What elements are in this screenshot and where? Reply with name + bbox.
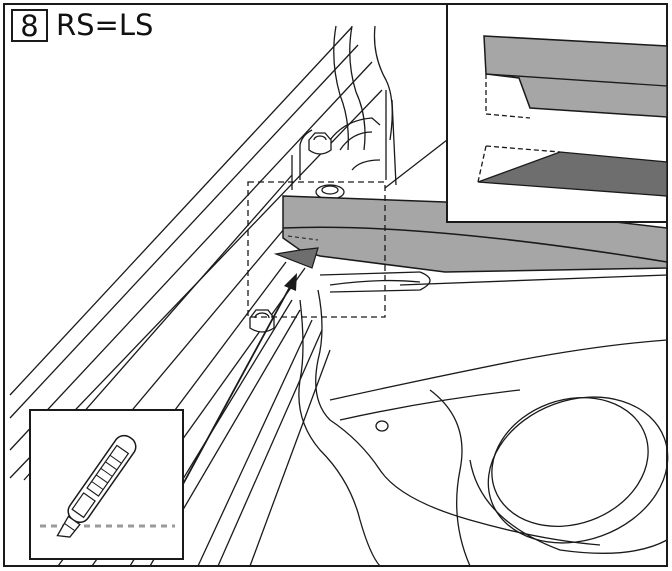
detail-region-box [247, 181, 386, 318]
diagram-frame [3, 3, 668, 567]
cut-piece [273, 247, 319, 269]
tool-inset [29, 409, 184, 560]
bolt-upper [308, 132, 332, 155]
zoom-inset [446, 3, 668, 223]
utility-knife-icon [56, 434, 137, 538]
inset-cut-outline [485, 74, 531, 119]
cut-piece-guide [287, 235, 319, 241]
detail-leader-line [384, 139, 448, 189]
step-note: RS=LS [56, 8, 154, 42]
direction-arrow [181, 273, 297, 487]
step-number: 8 [11, 9, 48, 42]
inset-panel-bottom [477, 151, 668, 197]
